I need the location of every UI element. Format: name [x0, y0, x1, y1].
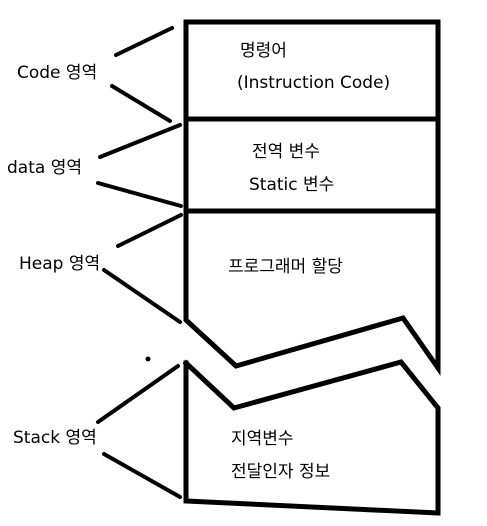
heap-pointer-bottom — [102, 268, 182, 324]
heap-pointer-top — [116, 213, 183, 248]
stack-segment-line1: 지역변수 — [231, 429, 294, 449]
code-segment-label: Code 영역 — [17, 63, 97, 83]
heap-segment-line1: 프로그래머 할당 — [228, 257, 343, 277]
data-segment-line2: Static 변수 — [249, 175, 334, 195]
code-segment-line2: (Instruction Code) — [237, 73, 390, 93]
heap-segment-shape — [183, 208, 441, 376]
data-segment-box — [183, 116, 441, 214]
stack-segment-line2: 전달인자 정보 — [231, 462, 330, 482]
data-pointer-bottom — [96, 181, 183, 208]
data-segment-line1: 전역 변수 — [252, 142, 320, 162]
stack-segment-label: Stack 영역 — [13, 428, 97, 448]
heap-segment-label: Heap 영역 — [19, 254, 100, 274]
stray-dot — [145, 356, 151, 362]
code-pointer-bottom — [110, 84, 172, 123]
code-segment-line1: 명령어 — [240, 41, 287, 61]
stack-pointer-top — [96, 364, 180, 424]
stack-pointer-bottom — [102, 452, 182, 499]
code-pointer-top — [114, 26, 174, 57]
stack-segment-shape — [182, 359, 441, 516]
data-pointer-top — [98, 123, 182, 159]
data-segment-label: data 영역 — [7, 158, 82, 178]
code-segment-box — [183, 19, 441, 122]
